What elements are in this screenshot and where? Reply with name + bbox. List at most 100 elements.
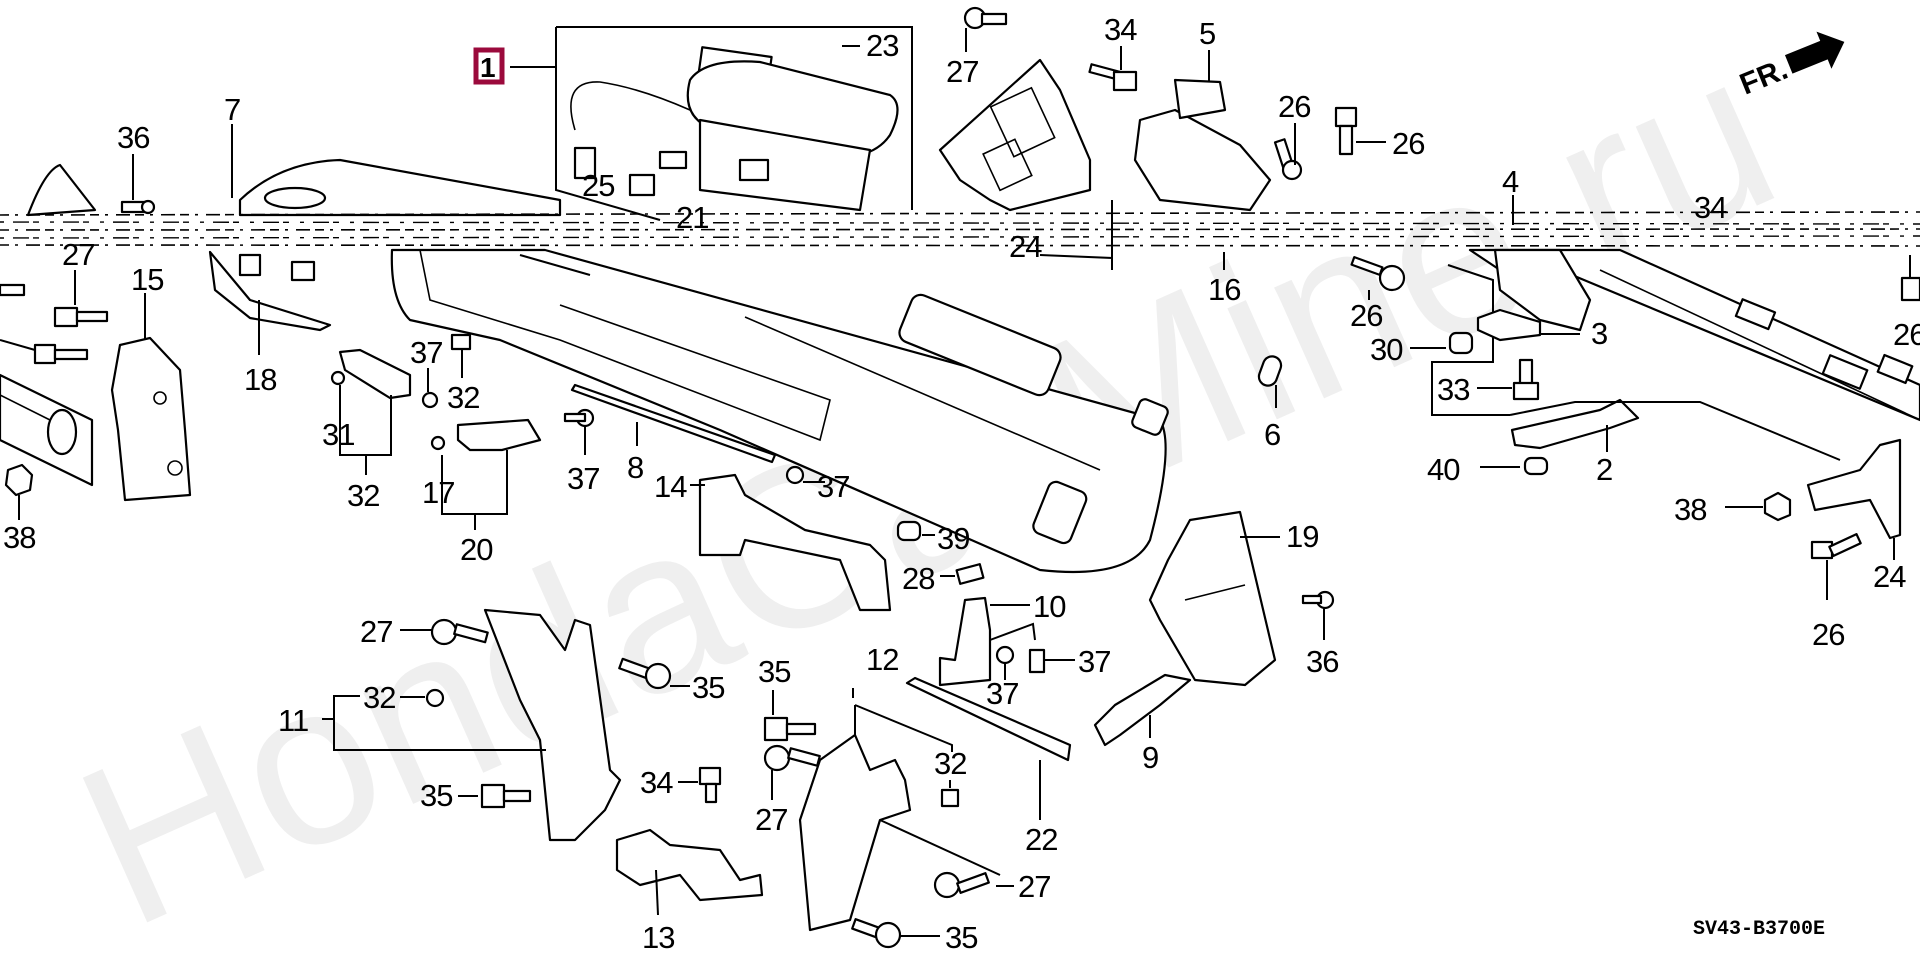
part-35-label-2[interactable]: 35 [420,778,453,813]
part-4-label[interactable]: 4 [1502,164,1520,199]
part-37-label-3[interactable]: 37 [817,469,850,504]
part-36-label[interactable]: 36 [117,120,150,155]
part-32-label[interactable]: 31 [322,417,355,452]
part-12-label[interactable]: 12 [866,642,899,677]
bolt-35-center [763,716,817,742]
part-14-label[interactable]: 14 [654,469,688,504]
part-26-label[interactable]: 26 [1278,89,1311,124]
part-20-label[interactable]: 32 [347,478,380,513]
part-10-label[interactable]: 10 [1033,589,1067,624]
part-26-label-2[interactable]: 26 [1392,126,1425,161]
part-37-label[interactable]: 37 [410,335,443,370]
part-19-label[interactable]: 19 [1286,519,1319,554]
nut-38-left [4,463,34,497]
part-35-label-4[interactable]: 35 [945,920,978,955]
part-37-label-2[interactable]: 37 [567,461,600,496]
part-27-label-4[interactable]: 27 [755,802,788,837]
highlighted-part-badge[interactable]: 1 [473,47,505,85]
bracket-4 [1493,248,1592,332]
part-17-label[interactable]: 20 [460,532,494,567]
clip-28 [955,563,985,585]
part-34-label-3[interactable]: 34 [640,765,674,800]
part-24-label[interactable]: 24 [1009,229,1043,264]
part-37-label-5[interactable]: 37 [1078,644,1111,679]
screw-37-10a [995,645,1015,665]
bolt-26-right-edge [1900,276,1920,302]
screw-26-top [1273,138,1303,181]
part-38-label-2[interactable]: 38 [1674,492,1707,527]
part-22-label[interactable]: 22 [1025,822,1058,857]
part-38-label[interactable]: 38 [3,520,36,555]
part-24-label-2[interactable]: 24 [1873,559,1907,594]
part-15-label[interactable]: 15 [131,262,164,297]
part-7-label[interactable]: 7 [224,92,241,127]
front-label: FR. [1735,53,1792,102]
screw-37-8 [563,408,595,428]
part-5-label[interactable]: 5 [1199,16,1216,51]
bolt-33 [1512,358,1540,401]
bracket-17 [456,418,542,452]
plug-6 [1257,355,1283,387]
part-28-label[interactable]: 28 [902,561,935,596]
part-3-label[interactable]: 3 [1591,316,1608,351]
part-40-label[interactable]: 40 [1427,452,1461,487]
part-11-label[interactable]: 11 [278,703,309,738]
part-27-label-2[interactable]: 27 [62,237,95,272]
group-bracket-1 [556,26,913,210]
bracket-part-left [938,58,1092,212]
part-32-label-3[interactable]: 32 [363,680,396,715]
bolt-34-top [1088,63,1138,92]
part-2-label[interactable]: 2 [1596,452,1613,487]
part-25-label[interactable]: 25 [582,168,615,203]
tear-band [0,211,1920,247]
bolt-26-right [1810,533,1862,560]
part-32-label-2[interactable]: 17 [422,475,455,510]
left-bracket-top [26,163,97,217]
part-39-label[interactable]: 39 [937,521,970,556]
bracket-10 [938,596,992,687]
bolt-35-11a [618,657,672,690]
part-6-label[interactable]: 6 [1264,417,1281,452]
part-34-label-2[interactable]: 34 [1694,190,1728,225]
part-1-label[interactable]: 1 [480,52,496,83]
clip-32-20 [330,370,346,386]
clip-30 [1448,331,1474,355]
bolt-left-edge [0,283,26,297]
part-8-label[interactable]: 8 [627,450,644,485]
bracket-2 [1510,398,1640,450]
clip-40 [1523,456,1549,476]
strip-22 [905,676,1072,762]
part-34-label[interactable]: 34 [1104,12,1138,47]
part-31-label[interactable]: 32 [447,380,480,415]
part-30-label[interactable]: 30 [1370,332,1404,367]
bracket-9 [1093,673,1192,747]
part-35-label[interactable]: 35 [692,670,725,705]
part-27-label[interactable]: 27 [946,54,979,89]
part-27-label-5[interactable]: 27 [1018,869,1051,904]
part-37-label-4[interactable]: 37 [986,676,1019,711]
part-36-label-2[interactable]: 36 [1306,644,1339,679]
part-16-label[interactable]: 16 [1208,272,1241,307]
part-26-label-4[interactable]: 26 [1893,317,1920,352]
dashboard-upper [238,158,562,217]
screw-37-14 [785,465,805,485]
part-32-label-4[interactable]: 32 [934,746,967,781]
clip-37-20 [421,391,439,409]
part-13-label[interactable]: 13 [642,920,675,955]
part-23-label[interactable]: 23 [866,28,899,63]
screw-36-right [1301,590,1335,610]
bolt-35-11b [480,783,532,809]
nut-38-right [1763,491,1792,522]
front-direction-indicator: FR. [1735,31,1845,102]
part-26-label-3[interactable]: 26 [1350,298,1383,333]
diagram-code: SV43-B3700E [1693,918,1825,941]
part-9-label[interactable]: 9 [1142,740,1159,775]
part-33-label[interactable]: 33 [1437,372,1470,407]
part-26-label-5[interactable]: 26 [1812,617,1845,652]
clip-36-left [120,199,156,215]
bolt-35-bottom [851,918,902,949]
part-27-label-3[interactable]: 27 [360,614,393,649]
part-35-label-3[interactable]: 35 [758,654,791,689]
part-18-label[interactable]: 18 [244,362,277,397]
